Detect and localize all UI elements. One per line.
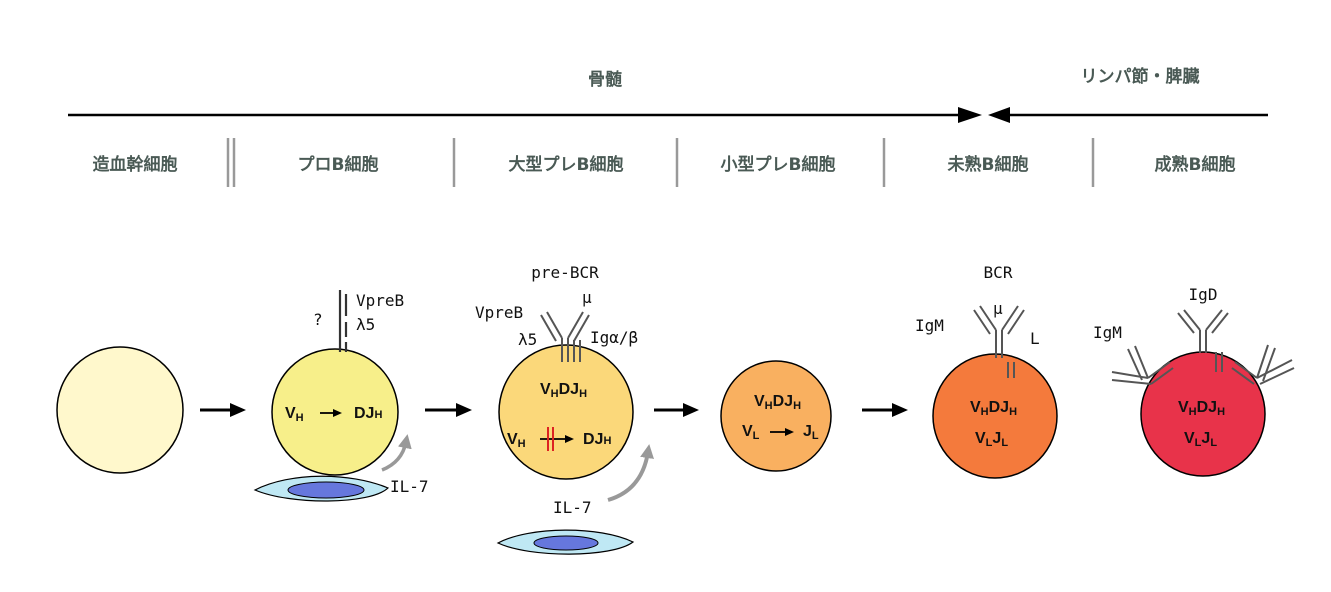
pro-b-question: ? (313, 310, 323, 329)
bcr-label: BCR (984, 263, 1013, 282)
pro-b-gene-dj: DJH (354, 405, 382, 422)
mature-b-igd-label: IgD (1189, 285, 1218, 304)
large-pre-b-vdj: VHDJH (540, 381, 587, 400)
pro-b-vpreb-label: VpreB (356, 291, 404, 310)
large-pre-b-mu-label: μ (582, 288, 592, 307)
region-lymph-spleen: リンパ節・脾臓 (1081, 66, 1200, 87)
small-pre-b-vl: VL (742, 423, 760, 442)
immature-b-vljl: VLJL (975, 430, 1008, 449)
pro-b-lambda5-label: λ5 (356, 315, 375, 334)
stage-label-pro-b: プロB細胞 (298, 154, 379, 175)
transition-arrows (200, 403, 908, 417)
immature-b-igm-label: IgM (915, 316, 944, 335)
small-pre-b-cell (720, 360, 832, 472)
pro-b-stromal-cell (253, 475, 390, 502)
stage-label-immature-b: 未熟B細胞 (947, 154, 1029, 175)
large-pre-b-il7-label: IL-7 (553, 498, 592, 517)
bone-marrow-arrow (68, 107, 982, 123)
stage-label-mature-b: 成熟B細胞 (1155, 154, 1236, 175)
pro-b-il7-arrow (381, 434, 412, 472)
large-pre-b-lambda5-label: λ5 (518, 330, 537, 349)
large-pre-b-vpreb-label: VpreB (475, 303, 523, 322)
large-pre-b-gene-v: VH (507, 431, 526, 450)
pro-b-gene-v: VH (285, 405, 304, 424)
stage-label-large-pre-b: 大型プレB細胞 (509, 154, 624, 175)
stage-separators (226, 138, 1095, 187)
mature-b-receptors (1111, 309, 1295, 385)
region-bone-marrow: 骨髄 (588, 69, 623, 90)
small-pre-b-gene-arrow (770, 428, 794, 436)
large-pre-b-cell (498, 344, 634, 480)
small-pre-b-vdj: VHDJH (754, 393, 801, 412)
immature-b-mu-label: μ (993, 299, 1003, 318)
immature-b-l-label: L (1030, 329, 1040, 348)
immature-b-cell (932, 353, 1058, 479)
mature-b-cell (1140, 351, 1266, 477)
immature-b-vdj: VHDJH (970, 399, 1017, 418)
bcr-igm-receptor (973, 305, 1025, 378)
stage-label-stem: 造血幹細胞 (93, 154, 178, 175)
stem-cell (56, 346, 184, 474)
mature-b-igm-label: IgM (1093, 323, 1122, 342)
large-pre-b-stromal-cell (496, 529, 635, 555)
pro-b-gene-arrow (320, 409, 342, 417)
pre-bcr-receptor (540, 311, 590, 362)
large-pre-b-il7-arrow (607, 444, 654, 502)
lymph-spleen-arrow (988, 107, 1268, 123)
mature-b-vdj: VHDJH (1178, 399, 1225, 418)
mature-b-vljl: VLJL (1184, 430, 1217, 449)
pro-b-il7-label: IL-7 (390, 477, 429, 496)
small-pre-b-jl: JL (803, 423, 819, 442)
large-pre-b-iga-label: Igα/β (590, 328, 638, 347)
large-pre-b-gene-dj: DJH (583, 431, 611, 448)
stage-label-small-pre-b: 小型プレB細胞 (721, 154, 836, 175)
large-pre-b-blocked-arrow (540, 427, 574, 451)
pre-bcr-label: pre-BCR (531, 263, 599, 282)
pro-b-surface-receptor (338, 290, 348, 352)
